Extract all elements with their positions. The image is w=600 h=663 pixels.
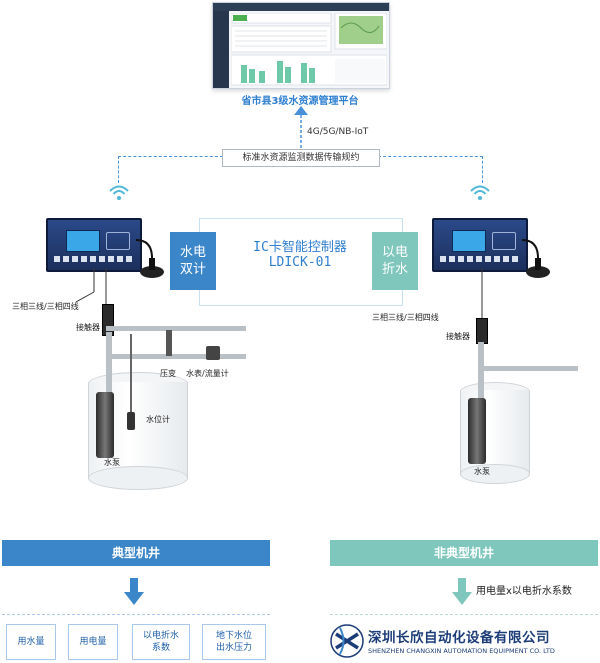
tag-power-to-water: 以电 折水 — [372, 232, 418, 290]
atypical-well-banner: 非典型机井 — [330, 540, 598, 566]
tag-bg-left — [170, 232, 216, 290]
right-contactor-label: 接触器 — [446, 332, 470, 341]
controller-model: LDICK-01 — [268, 255, 332, 270]
typical-down-arrow — [124, 578, 144, 605]
tag-right-line1: 以电 — [381, 245, 408, 260]
controller-title: IC卡智能控制器 LDICK-01 — [199, 240, 401, 270]
protocol-label: 标准水资源监测数据传输规约 — [222, 149, 380, 167]
well-tank-bottom-left — [88, 466, 188, 490]
left-contactor-label: 接触器 — [76, 323, 100, 332]
tag-left-line2: 双计 — [179, 262, 206, 277]
controller-description-box — [199, 218, 403, 306]
pressure-label: 压变 — [160, 369, 176, 378]
contactor-right — [476, 318, 488, 344]
wifi-icon-right — [470, 185, 490, 200]
typical-well-title: 典型机井 — [111, 546, 160, 560]
left-wiring-label: 三相三线/三相四线 — [12, 302, 79, 311]
right-wiring-label: 三相三线/三相四线 — [372, 313, 439, 322]
typical-divider — [2, 614, 270, 616]
metric-3-line1: 以电折水 — [142, 631, 179, 641]
pressure-sensor — [166, 330, 172, 356]
controller-device-left — [46, 218, 142, 272]
left-wiring-lines — [76, 268, 107, 308]
left-link-line — [118, 156, 223, 183]
platform-title: 省市县3级水资源管理平台 — [241, 96, 359, 107]
controller-name: IC卡智能控制器 — [253, 240, 347, 255]
metric-4-line1: 地下水位 — [215, 631, 252, 641]
right-pump-label: 水泵 — [474, 467, 490, 476]
meter-label: 水表/流量计 — [186, 369, 229, 378]
metric-2-line1: 用电量 — [79, 637, 107, 647]
metric-water-usage: 用水量 — [6, 624, 56, 660]
wifi-icon-left — [109, 185, 129, 200]
company-name-en: SHENZHEN CHANGXIN AUTOMATION EQUIPMENT C… — [368, 647, 555, 655]
atypical-well-title: 非典型机井 — [433, 546, 494, 560]
platform-screenshot — [212, 2, 390, 89]
outlet-pipe-upper-left — [106, 326, 246, 331]
metric-3-line2: 系数 — [151, 643, 170, 653]
metric-4-line2: 出水压力 — [215, 643, 252, 653]
metric-groundwater-pressure: 地下水位出水压力 — [202, 624, 266, 660]
tag-right-line2: 折水 — [381, 262, 408, 277]
antenna-icon-left — [135, 239, 164, 278]
right-link-line — [378, 156, 483, 183]
uplink-arrow — [294, 106, 308, 150]
platform-dashboard-graphic — [230, 12, 388, 86]
water-meter — [206, 346, 220, 360]
level-gauge-cable — [130, 334, 132, 412]
company-name-cn: 深圳长欣自动化设备有限公司 — [368, 630, 550, 646]
atypical-divider — [330, 614, 598, 616]
metric-1-line1: 用水量 — [17, 637, 45, 647]
right-wiring-lines — [481, 268, 483, 320]
left-pump-label: 水泵 — [104, 458, 120, 467]
tag-left-line1: 水电 — [179, 245, 206, 260]
well-tank-bottom-right — [460, 464, 530, 484]
antenna-icon-right — [521, 239, 550, 278]
level-gauge — [127, 412, 135, 430]
tag-dual-metering: 水电 双计 — [170, 232, 216, 290]
outlet-pipe-right — [478, 366, 578, 371]
pump-body-right — [468, 398, 486, 464]
typical-well-banner: 典型机井 — [2, 540, 270, 566]
network-label: 4G/5G/NB-IoT — [307, 127, 369, 137]
atypical-formula: 用电量x以电折水系数 — [476, 586, 572, 597]
controller-device-right — [432, 218, 528, 272]
level-label: 水位计 — [146, 415, 170, 424]
company-logo-icon — [330, 624, 364, 658]
outlet-pipe-lower-left — [112, 354, 246, 359]
tag-bg-right — [372, 232, 418, 290]
atypical-down-arrow — [452, 578, 472, 605]
pump-body-left — [96, 392, 114, 458]
metric-power-water-coefficient: 以电折水系数 — [132, 624, 190, 660]
metric-power-usage: 用电量 — [68, 624, 118, 660]
